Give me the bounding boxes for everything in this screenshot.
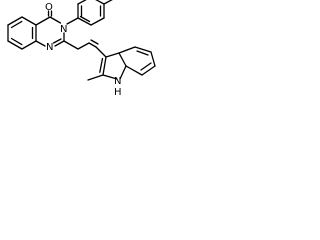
- carbonyl-group: [47, 10, 53, 17]
- pyrimidinone-ring: [35, 16, 65, 47]
- n3-label: N: [60, 24, 67, 35]
- indole-h-label: H: [114, 87, 122, 98]
- vinyl-linker: [63, 39, 99, 50]
- indole-ring: [87, 46, 156, 81]
- n1-label: N: [46, 42, 53, 53]
- tolyl-ring: [66, 0, 113, 26]
- chemical-structure-diagram: O N N N H: [0, 0, 172, 147]
- benzo-ring: [7, 16, 37, 50]
- indole-nh-label: N: [114, 76, 121, 87]
- oxygen-label: O: [45, 2, 53, 13]
